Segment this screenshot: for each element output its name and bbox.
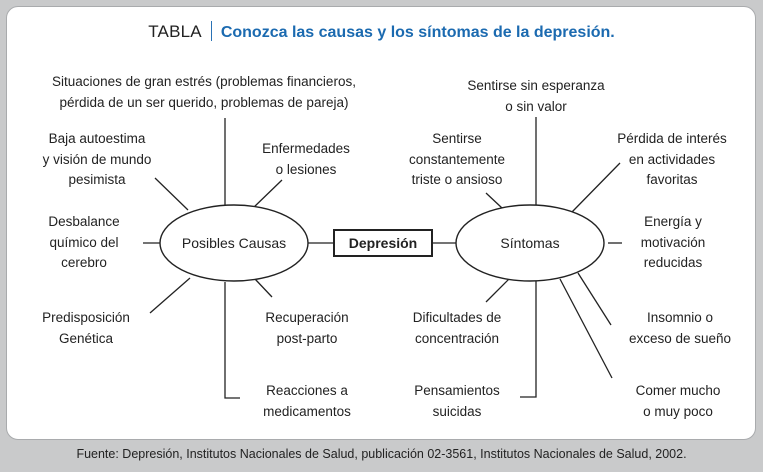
causes-ellipse bbox=[159, 204, 309, 282]
line-cause-postpartum bbox=[254, 278, 273, 298]
title-tag: TABLA bbox=[148, 22, 202, 41]
line-symptom-eating bbox=[559, 278, 613, 379]
line-cause-self-esteem bbox=[154, 177, 189, 211]
line-symptom-concentration bbox=[485, 277, 511, 303]
symptoms-ellipse bbox=[455, 204, 605, 282]
table-title: TABLA Conozca las causas y los síntomas d… bbox=[0, 20, 763, 45]
title-separator bbox=[210, 21, 212, 41]
line-cause-illness bbox=[251, 179, 283, 210]
line-symptom-sad bbox=[485, 192, 503, 209]
source-note: Fuente: Depresión, Institutos Nacionales… bbox=[76, 447, 687, 461]
cause-label: Situaciones de gran estrés (problemas fi… bbox=[52, 74, 356, 110]
line-symptom-interest bbox=[571, 162, 621, 213]
line-cause-medication bbox=[224, 282, 240, 399]
title-heading: Conozca las causas y los síntomas de la … bbox=[220, 24, 615, 41]
line-symptom-sleep bbox=[577, 272, 612, 326]
center-node: Depresión bbox=[333, 229, 433, 257]
line-symptom-suicidal bbox=[520, 281, 537, 398]
causes-node: Posibles Causas bbox=[181, 235, 287, 251]
table-panel bbox=[6, 6, 756, 440]
symptoms-node: Síntomas bbox=[500, 235, 560, 251]
line-cause-genetic bbox=[149, 277, 191, 314]
